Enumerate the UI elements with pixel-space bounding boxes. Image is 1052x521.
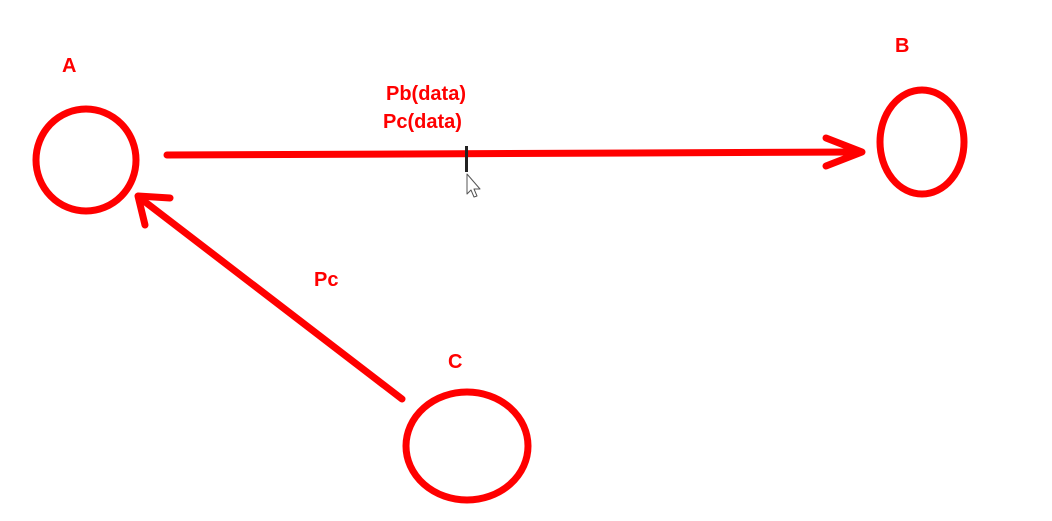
- mouse-pointer-icon: [466, 173, 481, 198]
- node-b-circle: [876, 86, 968, 198]
- text-caret: [465, 146, 468, 172]
- node-a-label: A: [62, 55, 76, 77]
- edge-c-to-a-arrowhead: [134, 192, 174, 229]
- node-b-label: B: [895, 35, 909, 57]
- node-c-circle: [402, 388, 532, 504]
- edge-a-to-b-label-line1: Pb(data): [386, 83, 466, 105]
- edge-a-to-b-line: [163, 148, 864, 159]
- node-c-label: C: [448, 351, 462, 373]
- edge-c-to-a-label: Pc: [314, 269, 338, 291]
- edge-a-to-b-arrowhead: [822, 134, 866, 170]
- edge-a-to-b-label-line2: Pc(data): [383, 111, 462, 133]
- node-a-circle: [32, 105, 140, 215]
- edge-c-to-a-line: [136, 194, 406, 403]
